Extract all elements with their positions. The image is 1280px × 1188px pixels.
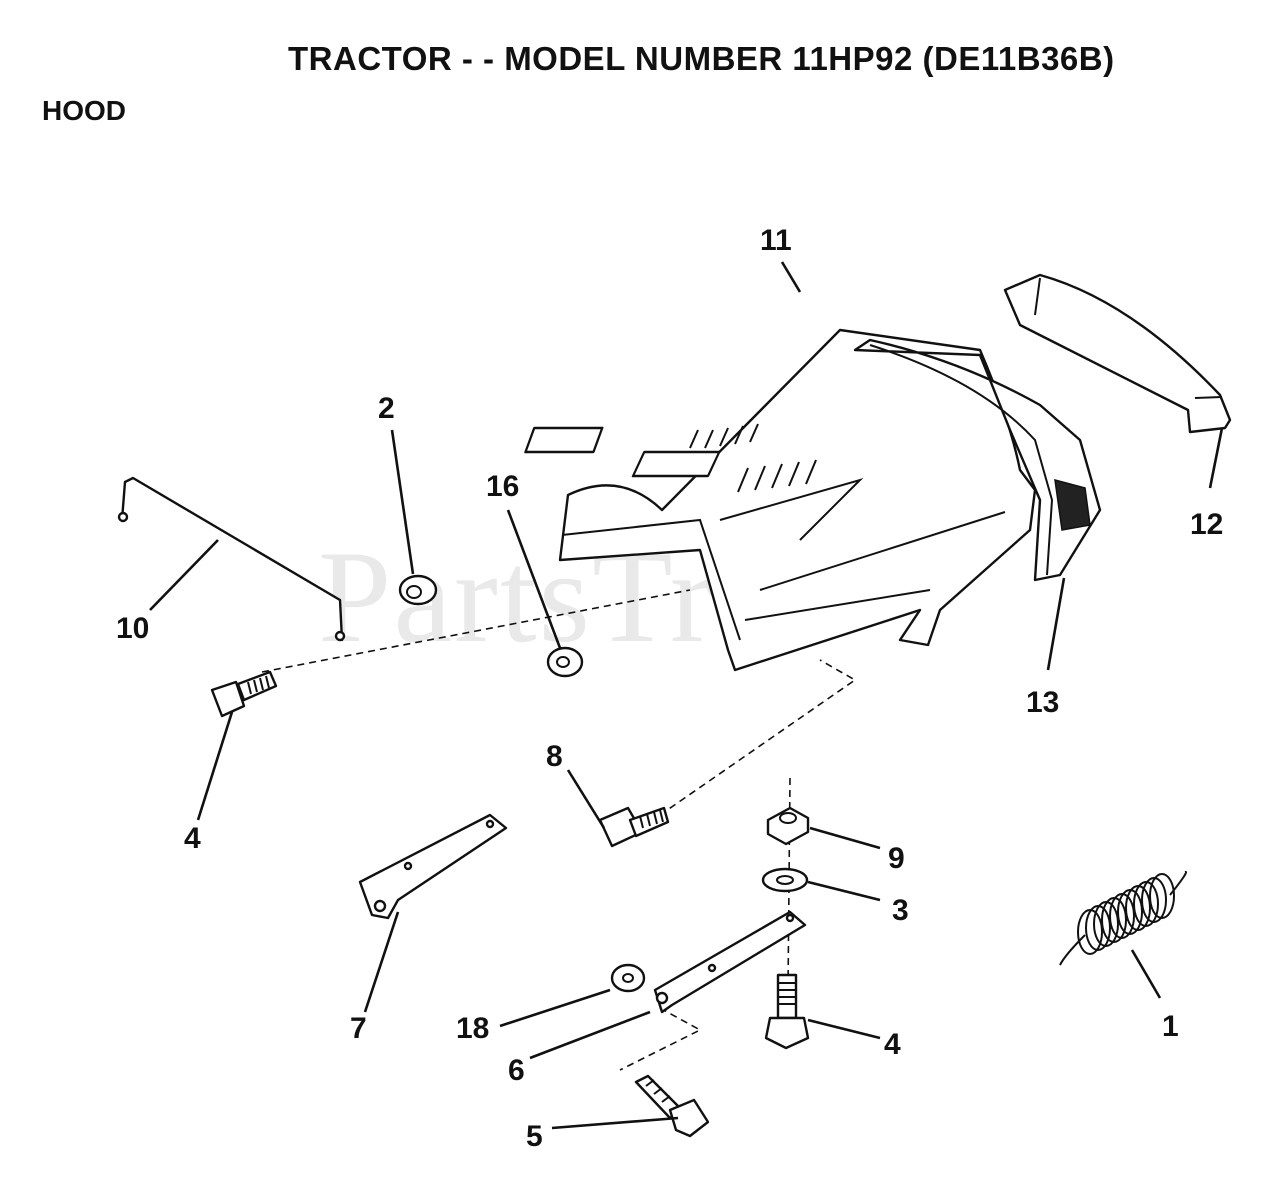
callout-7: 7: [350, 1012, 367, 1045]
washer-icon[interactable]: [761, 867, 809, 893]
bolt-icon[interactable]: [764, 973, 810, 1050]
support-bracket-icon[interactable]: [358, 813, 508, 920]
callout-2: 2: [378, 392, 395, 425]
callout-5: 5: [526, 1120, 543, 1153]
callout-11: 11: [760, 224, 792, 257]
callout-3: 3: [892, 894, 909, 927]
callout-1: 1: [1162, 1010, 1179, 1043]
hex-nut-icon[interactable]: [766, 806, 810, 846]
callout-6: 6: [508, 1054, 525, 1087]
callout-12: 12: [1190, 508, 1223, 541]
callout-18: 18: [456, 1012, 489, 1045]
page-title: TRACTOR - - MODEL NUMBER 11HP92 (DE11B36…: [288, 40, 1115, 77]
leader-lines: [149, 261, 1224, 1130]
bolt-icon[interactable]: [210, 670, 278, 718]
hood-icon[interactable]: [524, 328, 1037, 672]
callout-4-lower: 4: [884, 1028, 901, 1061]
callout-13: 13: [1026, 686, 1059, 719]
section-title: HOOD: [42, 95, 126, 126]
hood-rod-icon[interactable]: [117, 476, 346, 642]
assembly-lines: [261, 589, 857, 1071]
lock-nut-icon[interactable]: [546, 646, 584, 678]
grille-icon[interactable]: [853, 338, 1102, 582]
hex-bolt-icon[interactable]: [598, 806, 670, 848]
callout-8: 8: [546, 740, 563, 773]
grille-insert-icon[interactable]: [1003, 273, 1232, 434]
callout-16: 16: [486, 470, 519, 503]
callout-9: 9: [888, 842, 905, 875]
hood-bracket-icon[interactable]: [653, 910, 807, 1014]
spring-icon[interactable]: [1059, 870, 1187, 966]
nut-icon[interactable]: [398, 574, 438, 606]
callout-10: 10: [116, 612, 149, 645]
shoulder-bolt-icon[interactable]: [634, 1074, 710, 1138]
flat-washer-icon[interactable]: [610, 963, 646, 993]
callout-labels: 11 12 13 2 16 10 4 8 9 3 7 18 6 4 5 1: [116, 224, 1223, 1153]
callout-4-upper: 4: [184, 822, 201, 855]
